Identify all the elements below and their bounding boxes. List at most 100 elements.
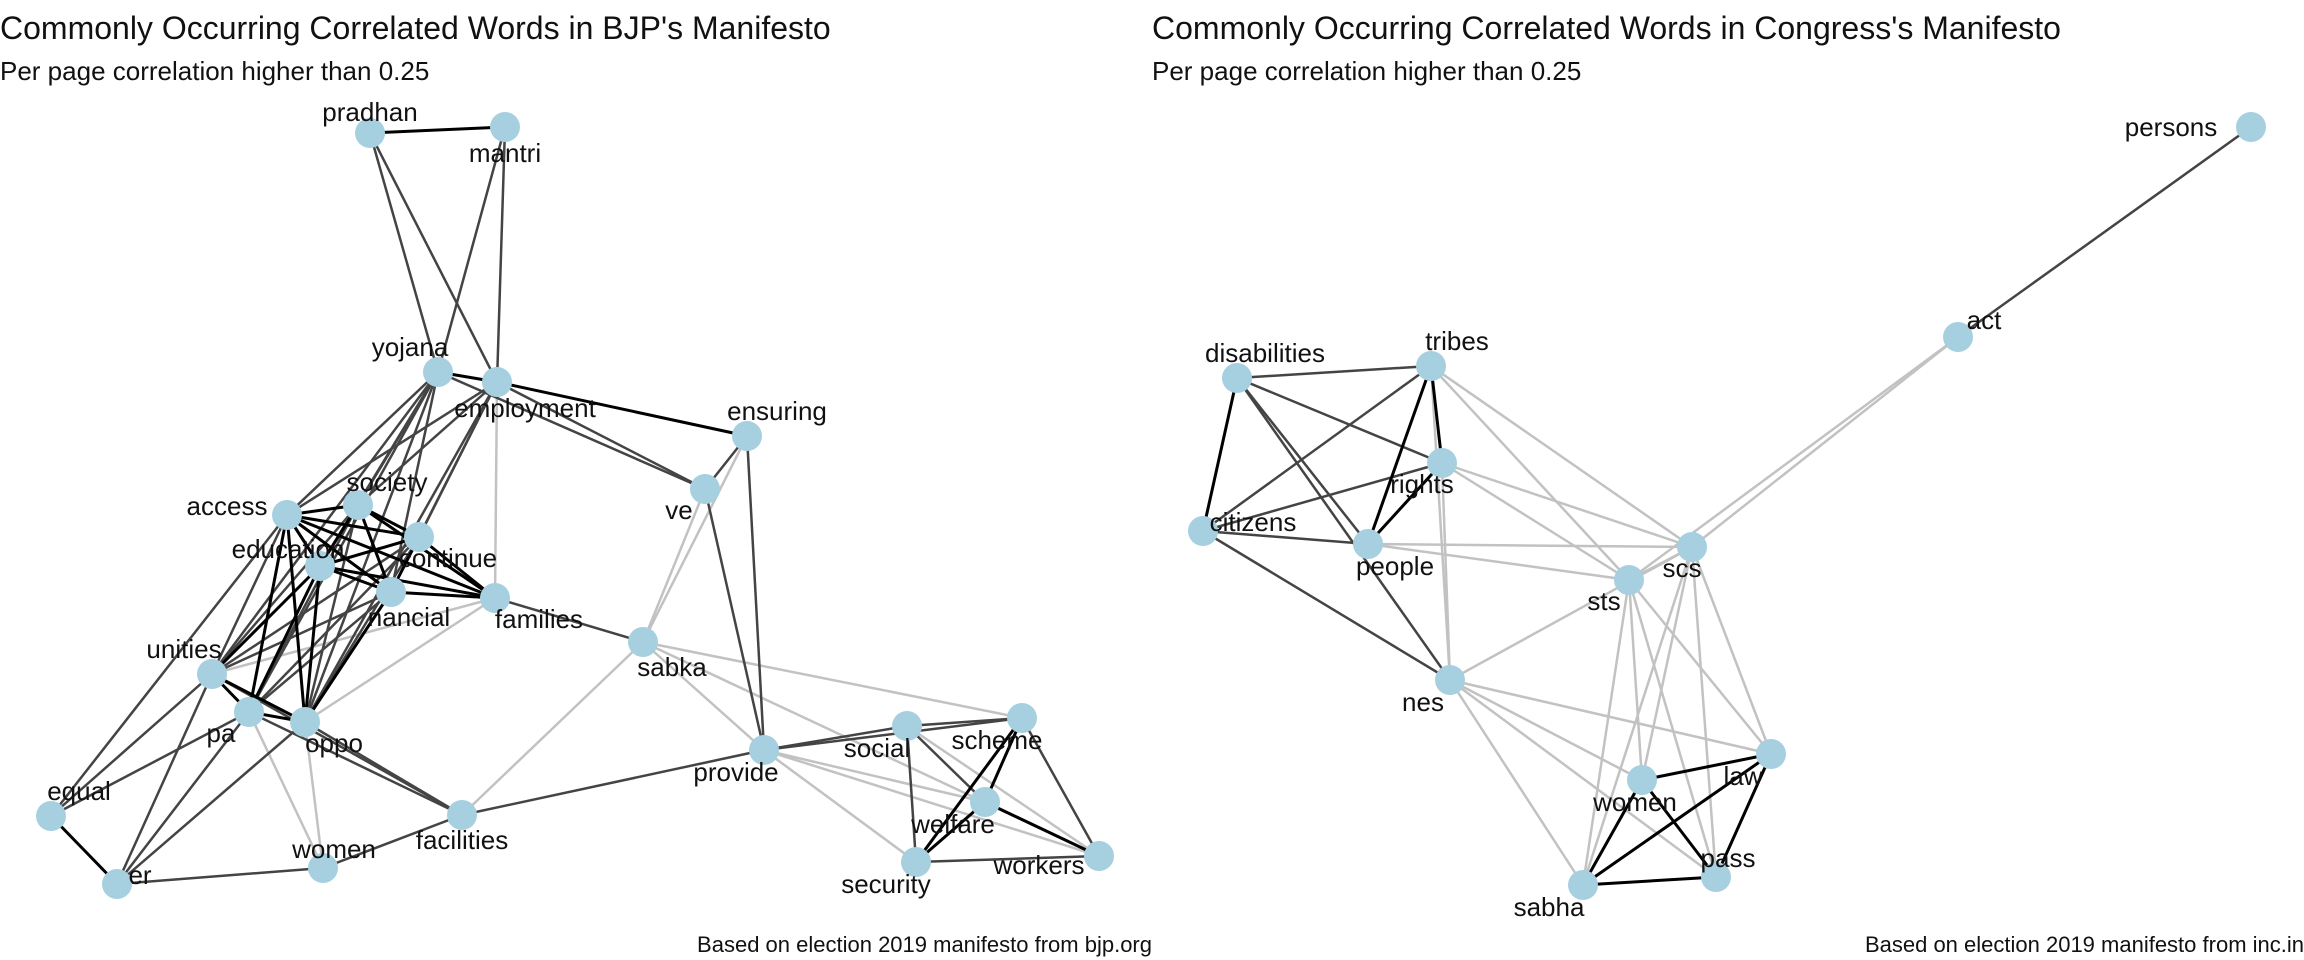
node-label-nancial: nancial <box>368 602 450 632</box>
node-citizens <box>1188 516 1218 546</box>
node-sabka <box>628 627 658 657</box>
node-label-security: security <box>841 869 931 899</box>
edge-pa-facilities <box>248 710 463 817</box>
edge-employment-access <box>286 380 498 517</box>
node-equal <box>36 801 66 831</box>
node-label-sts: sts <box>1587 586 1620 616</box>
edge-continue-pa <box>248 536 420 713</box>
node-social <box>892 711 922 741</box>
edge-social-workers <box>906 724 1100 858</box>
edge-tribes-sts <box>1430 365 1630 581</box>
node-label-sabka: sabka <box>637 652 707 682</box>
edge-pa-er <box>116 711 250 885</box>
node-label-ensuring: ensuring <box>727 396 827 426</box>
node-label-women: women <box>291 834 376 864</box>
congress-chart-caption: Based on election 2019 manifesto from in… <box>1864 932 2304 957</box>
edge-rights-scs <box>1441 461 1693 549</box>
edge-scs-law <box>1690 546 1773 755</box>
edge-rights-nes <box>1440 462 1452 681</box>
edge-nancial-unities <box>211 590 392 676</box>
node-label-equal: equal <box>47 776 111 806</box>
node-label-welfare: welfare <box>910 809 995 839</box>
node-workers <box>1084 841 1114 871</box>
edge-ensuring-provide <box>745 435 766 751</box>
edge-citizens-nes <box>1202 529 1451 682</box>
node-label-workers: workers <box>992 850 1084 880</box>
node-label-women: women <box>1592 787 1677 817</box>
edge-families-oppo <box>304 596 496 724</box>
congress-panel: Commonly Occurring Correlated Words in C… <box>1152 0 2304 960</box>
edge-scs-women <box>1640 546 1694 781</box>
node-label-disabilities: disabilities <box>1205 338 1325 368</box>
node-label-access: access <box>187 491 268 521</box>
congress-chart-subtitle: Per page correlation higher than 0.25 <box>1152 56 1582 86</box>
edge-pradhan-yojana <box>368 132 440 373</box>
node-ve <box>690 474 720 504</box>
congress-nodes <box>1188 112 2266 900</box>
edge-pass-sabha <box>1582 875 1717 887</box>
edge-welfare-workers <box>984 800 1100 858</box>
edge-families-sabka <box>494 596 644 644</box>
edge-disabilities-people <box>1236 377 1369 545</box>
node-label-pa: pa <box>207 718 236 748</box>
node-label-unities: unities <box>146 634 221 664</box>
edge-pradhan-mantri <box>369 125 506 135</box>
edge-citizens-people <box>1202 529 1369 546</box>
node-label-provide: provide <box>693 757 778 787</box>
congress-chart-title: Commonly Occurring Correlated Words in C… <box>1152 10 2061 46</box>
edge-act-scs <box>1691 336 1959 548</box>
edge-mantri-yojana <box>436 126 507 373</box>
edge-law-pass <box>1714 753 1773 878</box>
edge-sts-sabha <box>1581 579 1631 886</box>
edge-social-scheme <box>906 716 1023 728</box>
node-persons <box>2236 112 2266 142</box>
node-er <box>102 869 132 899</box>
node-welfare <box>970 787 1000 817</box>
edge-rights-citizens <box>1202 461 1443 533</box>
edge-employment-families <box>493 381 499 599</box>
node-tribes <box>1416 351 1446 381</box>
edge-scheme-security <box>914 717 1024 863</box>
node-provide <box>749 735 779 765</box>
node-sts <box>1614 565 1644 595</box>
node-label-sabha: sabha <box>1514 892 1585 922</box>
edge-disabilities-citizens <box>1201 377 1239 532</box>
edge-people-sts <box>1367 542 1630 582</box>
edge-rights-sts <box>1441 461 1630 582</box>
edge-mantri-employment <box>495 126 507 383</box>
edge-women-pass <box>1640 779 1718 878</box>
edge-security-workers <box>915 854 1100 864</box>
node-scheme <box>1007 703 1037 733</box>
edge-yojana-ve <box>437 370 706 491</box>
node-rights <box>1427 448 1457 478</box>
edge-access-nancial <box>286 513 392 594</box>
node-women <box>1627 765 1657 795</box>
edge-welfare-security <box>915 800 986 864</box>
node-sabha <box>1568 870 1598 900</box>
edge-employment-ve <box>496 380 706 491</box>
edge-education-families <box>319 564 496 600</box>
edge-education-pa <box>247 565 322 713</box>
edge-oppo-facilities <box>304 720 463 817</box>
node-label-er: er <box>128 860 151 890</box>
node-nes <box>1435 665 1465 695</box>
edge-pa-women <box>247 711 325 869</box>
edge-access-equal <box>50 514 288 817</box>
node-pradhan <box>355 118 385 148</box>
node-access <box>272 500 302 530</box>
node-families <box>480 583 510 613</box>
edge-education-unities <box>210 564 322 676</box>
edge-tribes-rights <box>1429 365 1444 464</box>
node-label-people: people <box>1356 551 1434 581</box>
edge-scs-pass <box>1690 546 1718 878</box>
edge-sts-law <box>1628 579 1772 755</box>
node-label-society: society <box>347 467 428 497</box>
edge-tribes-citizens <box>1202 364 1432 533</box>
node-scs <box>1677 532 1707 562</box>
edge-people-scs <box>1367 542 1693 549</box>
node-education <box>305 551 335 581</box>
node-label-social: social <box>844 733 910 763</box>
edge-yojana-access <box>286 371 439 516</box>
edge-facilities-sabka <box>461 641 644 816</box>
